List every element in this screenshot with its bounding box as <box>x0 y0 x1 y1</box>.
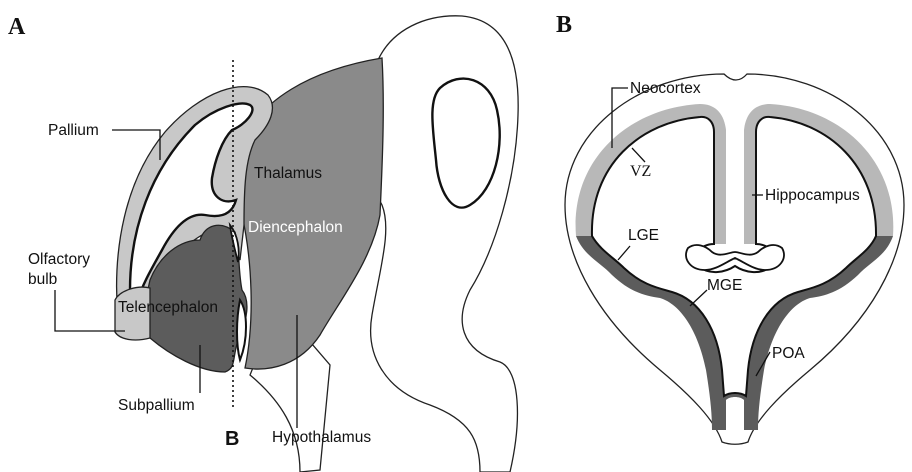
panel-a: A B Pallium Thalamus Diencephalon Olfact… <box>8 14 518 472</box>
label-telencephalon: Telencephalon <box>118 299 218 316</box>
label-diencephalon: Diencephalon <box>248 219 343 236</box>
label-mge: MGE <box>707 277 742 294</box>
label-vz: VZ <box>630 163 651 180</box>
panel-b: B Neocortex VZ Hippocampus LGE MGE POA <box>556 12 904 444</box>
label-hypothalamus: Hypothalamus <box>272 429 371 446</box>
section-line-label: B <box>225 428 239 450</box>
label-subpallium: Subpallium <box>118 397 195 414</box>
label-olfactory-bulb-line2: bulb <box>28 271 57 288</box>
label-poa: POA <box>772 345 805 362</box>
label-thalamus: Thalamus <box>254 165 322 182</box>
panel-b-letter: B <box>556 12 572 38</box>
label-pallium: Pallium <box>48 122 99 139</box>
label-hippocampus: Hippocampus <box>765 187 860 204</box>
label-neocortex: Neocortex <box>630 80 701 97</box>
panel-a-letter: A <box>8 14 26 40</box>
label-olfactory-bulb-line1: Olfactory <box>28 251 90 268</box>
label-lge: LGE <box>628 227 659 244</box>
ventricle-slit-lower <box>237 300 246 360</box>
